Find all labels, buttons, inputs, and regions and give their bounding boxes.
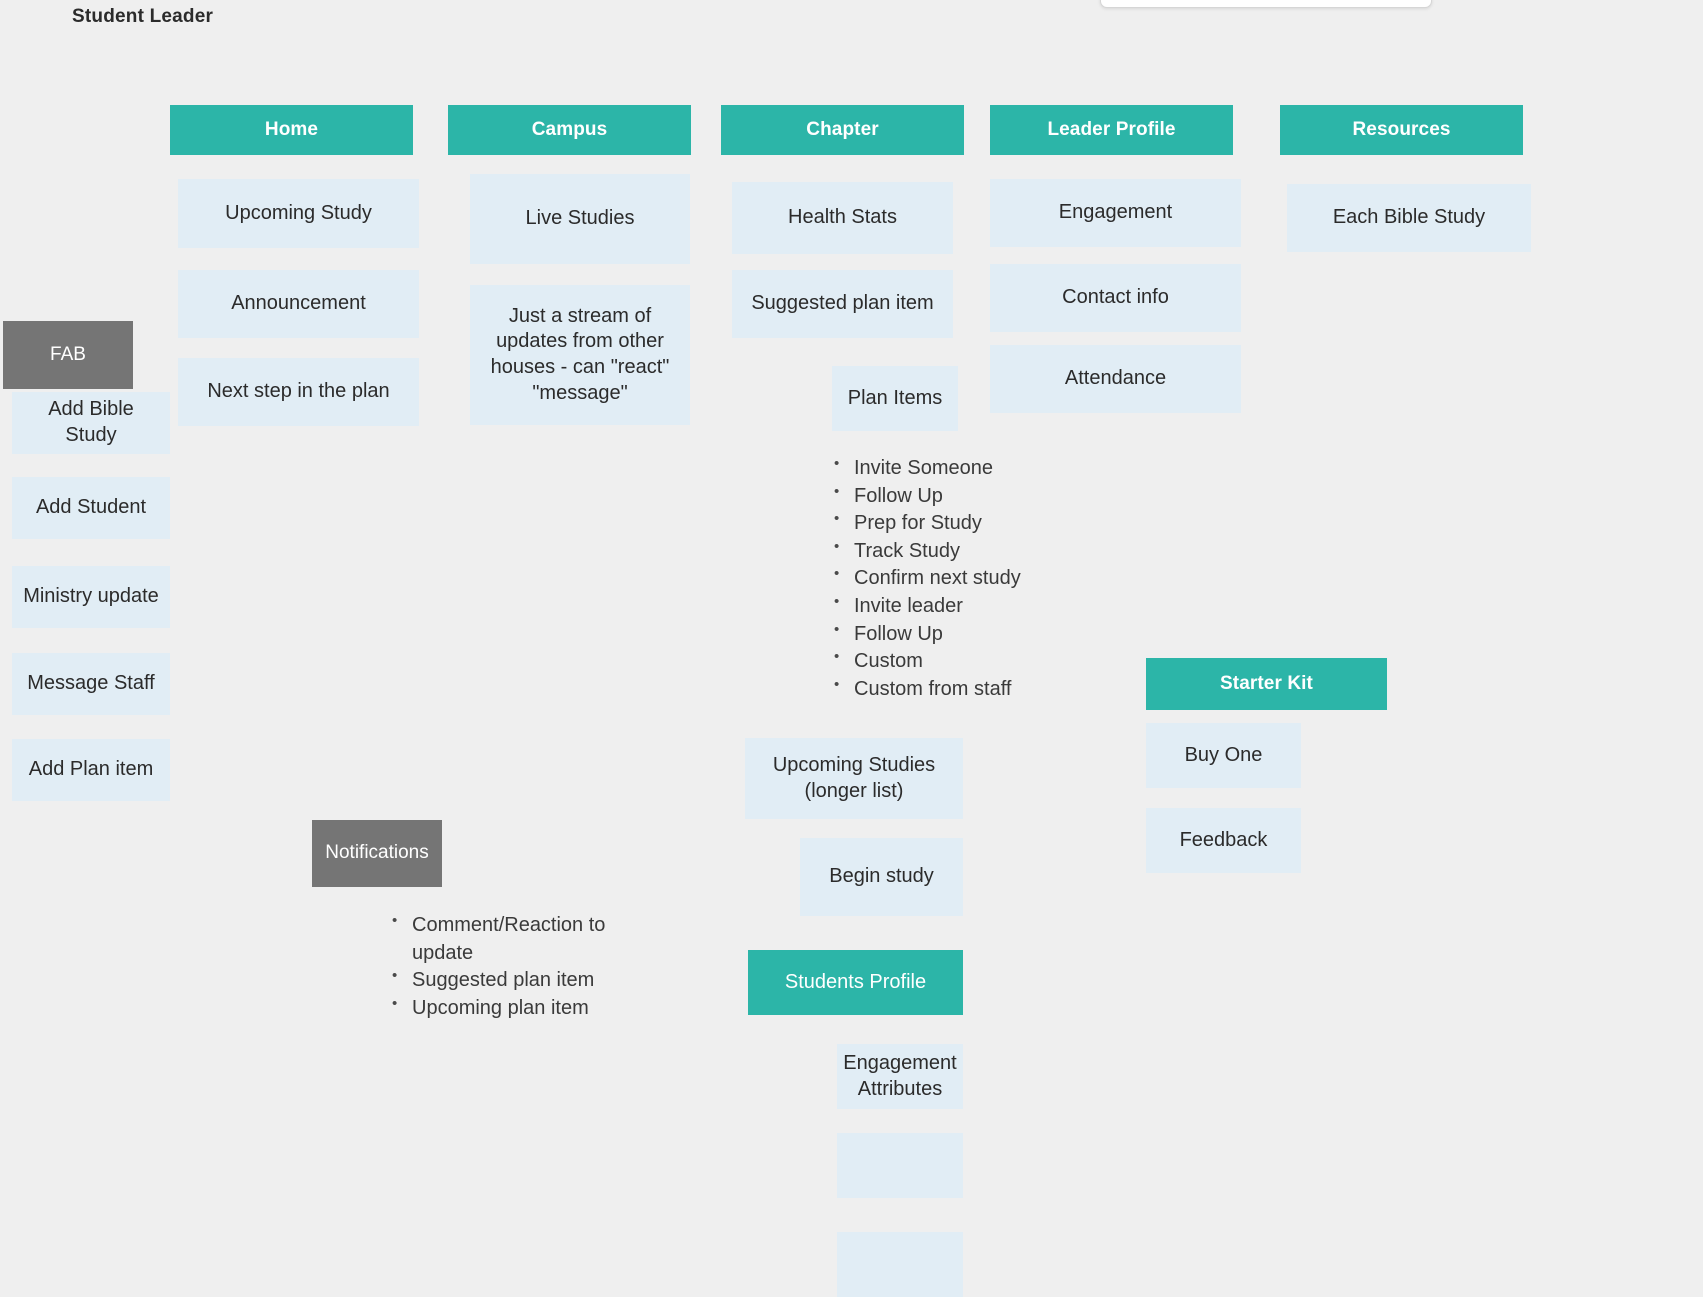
leader-profile-item-attendance[interactable]: Attendance [990,345,1241,413]
list-item[interactable]: Invite leader [832,592,1082,621]
list-item[interactable]: Follow Up [832,482,1082,511]
column-header-home[interactable]: Home [170,105,413,155]
top-floating-panel[interactable] [1100,0,1432,8]
list-item[interactable]: Custom [832,647,1082,676]
fab-item-add-bible-study[interactable]: Add Bible Study [12,392,170,454]
fab-item-add-plan-item[interactable]: Add Plan item [12,739,170,801]
starter-kit-header[interactable]: Starter Kit [1146,658,1387,710]
list-item[interactable]: Follow Up [832,620,1082,649]
engagement-attributes-line-1: Engagement [843,1051,957,1074]
list-item[interactable]: Confirm next study [832,564,1082,593]
fab-item-ministry-update[interactable]: Ministry update [12,566,170,628]
campus-item-update-stream[interactable]: Just a stream of updates from other hous… [470,285,690,425]
notification-list: Comment/Reaction to update Suggested pla… [390,911,622,1023]
chapter-item-upcoming-studies[interactable]: Upcoming Studies (longer list) [745,738,963,819]
home-item-announcement[interactable]: Announcement [178,270,419,338]
leader-profile-item-contact-info[interactable]: Contact info [990,264,1241,332]
chapter-item-plan-items[interactable]: Plan Items [832,366,958,431]
list-item[interactable]: Invite Someone [832,454,1082,483]
chapter-item-begin-study[interactable]: Begin study [800,838,963,916]
sitemap-canvas: Student Leader Home Campus Chapter Leade… [0,0,1703,1243]
upcoming-studies-line-1: Upcoming Studies [772,753,936,776]
chapter-item-partial-bottom[interactable] [837,1133,963,1198]
chapter-item-suggested-plan-item[interactable]: Suggested plan item [732,270,953,338]
column-header-leader-profile[interactable]: Leader Profile [990,105,1233,155]
home-item-upcoming-study[interactable]: Upcoming Study [178,179,419,248]
chapter-item-health-stats[interactable]: Health Stats [732,182,953,254]
chapter-item-students-profile[interactable]: Students Profile [748,950,963,1015]
leader-profile-item-engagement[interactable]: Engagement [990,179,1241,247]
fab-item-message-staff[interactable]: Message Staff [12,653,170,715]
list-item[interactable]: Custom from staff [832,675,1082,704]
column-header-campus[interactable]: Campus [448,105,691,155]
list-item[interactable]: Comment/Reaction to update [390,911,622,967]
fab-header[interactable]: FAB [3,321,133,389]
upcoming-studies-line-2: (longer list) [804,779,904,802]
campus-item-live-studies[interactable]: Live Studies [470,174,690,264]
chapter-item-partial-bottom-2[interactable] [837,1232,963,1297]
list-item[interactable]: Track Study [832,537,1082,566]
starter-kit-item-feedback[interactable]: Feedback [1146,808,1301,873]
column-header-resources[interactable]: Resources [1280,105,1523,155]
fab-item-add-student[interactable]: Add Student [12,477,170,539]
resources-item-each-bible-study[interactable]: Each Bible Study [1287,184,1531,252]
starter-kit-item-buy-one[interactable]: Buy One [1146,723,1301,788]
list-item[interactable]: Prep for Study [832,509,1082,538]
home-item-next-step[interactable]: Next step in the plan [178,358,419,426]
chapter-item-engagement-attributes[interactable]: Engagement Attributes [837,1044,963,1109]
chapter-action-list: Invite Someone Follow Up Prep for Study … [832,454,1082,704]
list-item[interactable]: Upcoming plan item [390,994,622,1023]
notifications-header[interactable]: Notifications [312,820,442,887]
column-header-chapter[interactable]: Chapter [721,105,964,155]
list-item[interactable]: Suggested plan item [390,966,622,995]
page-title: Student Leader [72,6,214,27]
engagement-attributes-line-2: Attributes [857,1077,943,1100]
